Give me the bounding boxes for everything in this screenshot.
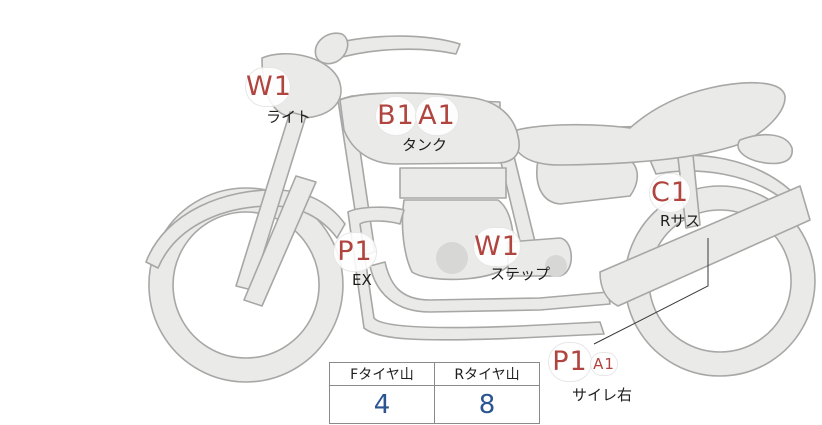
sprocket xyxy=(545,255,567,277)
badge-rear-suspension-code[interactable]: C1 xyxy=(650,174,690,212)
seat xyxy=(509,81,786,166)
label-rear-suspension: Rサス xyxy=(660,212,701,230)
rear-tire-header: Rタイヤ山 xyxy=(434,362,540,386)
seat-tail xyxy=(737,133,793,165)
exhaust-pipe-lower xyxy=(347,206,605,341)
badge-silencer-right-sub-code[interactable]: A1 xyxy=(591,353,617,375)
front-tire-value[interactable]: 4 xyxy=(329,385,435,424)
handlebar xyxy=(319,35,461,61)
badge-tank-a-code[interactable]: A1 xyxy=(416,97,458,135)
engine-cover xyxy=(436,242,468,274)
tire-tread-table: Fタイヤ山 Rタイヤ山 4 8 xyxy=(329,362,540,424)
rear-tire-value[interactable]: 8 xyxy=(434,385,540,424)
label-tank: タンク xyxy=(402,136,448,154)
badge-step-code[interactable]: W1 xyxy=(474,228,520,266)
label-light: ライト xyxy=(266,108,312,126)
badge-tank-b-code[interactable]: B1 xyxy=(376,97,416,135)
badge-exhaust-code[interactable]: P1 xyxy=(334,233,376,271)
fork-tube xyxy=(243,175,317,307)
badge-light-code[interactable]: W1 xyxy=(246,68,291,106)
callout-leader-line xyxy=(593,238,709,345)
front-fender xyxy=(145,189,346,269)
badge-silencer-right-code[interactable]: P1 xyxy=(549,343,591,381)
tire-tread-header-row: Fタイヤ山 Rタイヤ山 xyxy=(329,362,540,386)
label-step: ステップ xyxy=(490,265,551,283)
engine-cylinder xyxy=(399,167,507,199)
front-tire-header: Fタイヤ山 xyxy=(329,362,435,386)
front-wheel xyxy=(148,187,344,383)
handlebar-grip xyxy=(314,32,349,65)
tire-tread-value-row: 4 8 xyxy=(329,385,540,424)
label-silencer-right: サイレ右 xyxy=(572,386,633,404)
label-exhaust: EX xyxy=(352,271,372,289)
exhaust-pipe-upper xyxy=(369,261,611,313)
rear-wheel xyxy=(624,185,816,377)
silencer xyxy=(599,185,811,307)
